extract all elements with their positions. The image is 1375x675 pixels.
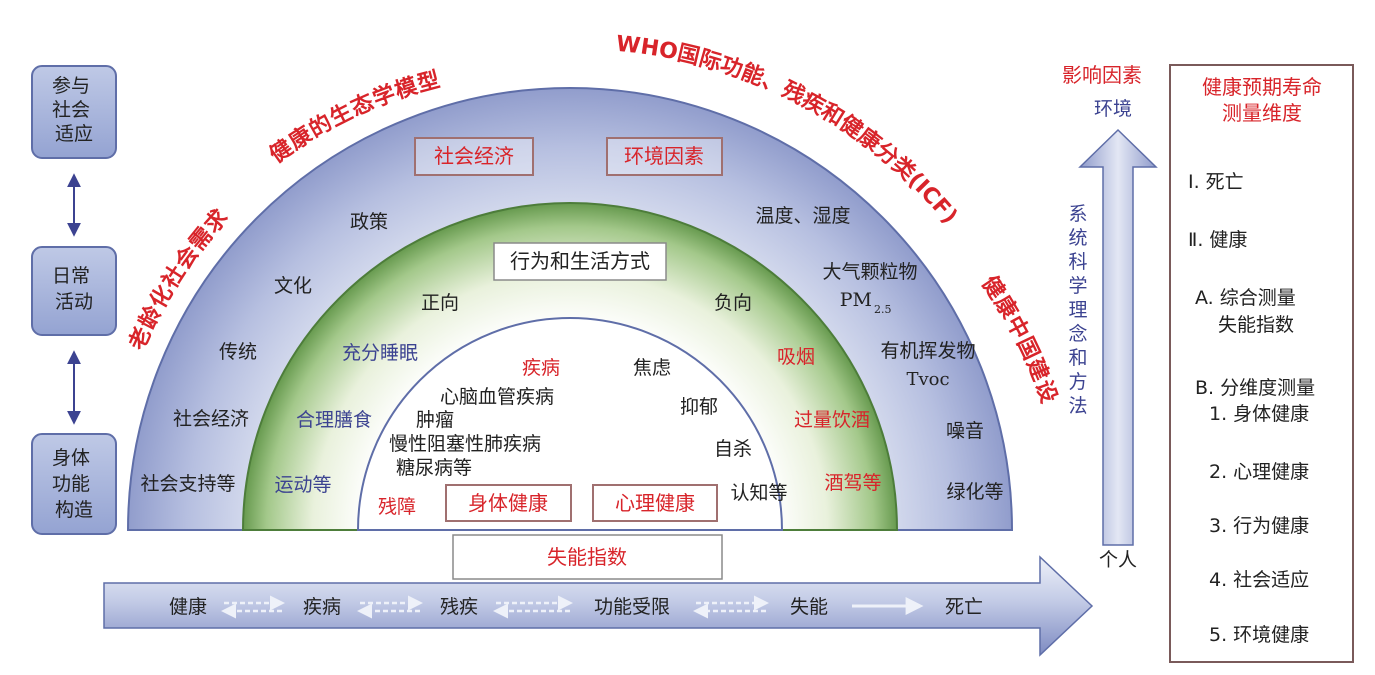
right-panel: 健康预期寿命 测量维度 Ⅰ. 死亡 Ⅱ. 健康 A. 综合测量 失能指数 B. … — [1169, 64, 1354, 663]
negative-item-drunk-driving: 酒驾等 — [824, 472, 881, 494]
outer-item-particulates: 大气颗粒物 — [822, 261, 917, 283]
right-panel-box — [1169, 64, 1354, 663]
outer-item-social-support: 社会支持等 — [140, 473, 235, 495]
outer-item-temperature: 温度、湿度 — [755, 205, 850, 227]
outer-item-tvoc: Tvoc — [906, 369, 949, 390]
disease-item-tumor: 肿瘤 — [416, 409, 454, 431]
influence-heading: 影响因素 — [1062, 63, 1142, 87]
dimension-physical: 1. 身体健康 — [1209, 403, 1309, 425]
box-daily-activity-label: 日常 活动 — [52, 265, 96, 313]
physical-health-box — [445, 484, 572, 522]
dimension-environment: 5. 环境健康 — [1209, 624, 1309, 646]
outer-item-tradition: 传统 — [219, 341, 257, 363]
header-socio-economic: 社会经济 — [434, 144, 514, 168]
dimension-composite: A. 综合测量 — [1195, 287, 1296, 309]
dimension-social: 4. 社会适应 — [1209, 569, 1309, 591]
dimension-mental: 2. 心理健康 — [1209, 461, 1309, 483]
box-body-function-label: 身体 功能 构造 — [52, 447, 96, 521]
header-environment-box — [606, 137, 723, 176]
outer-item-greening: 绿化等 — [946, 481, 1003, 503]
negative-item-drinking: 过量饮酒 — [794, 409, 870, 431]
influence-method: 系统科学理念和方法 — [1068, 203, 1087, 417]
disease-item-copd: 慢性阻塞性肺疾病 — [389, 433, 541, 455]
box-social-adaptation — [31, 65, 117, 159]
outer-item-policy: 政策 — [350, 211, 388, 233]
positive-item-exercise: 运动等 — [274, 474, 331, 496]
mental-item-depression: 抑郁 — [680, 396, 718, 418]
label-negative: 负向 — [714, 292, 752, 314]
stage-disease: 疾病 — [303, 596, 341, 618]
outer-item-voc: 有机挥发物 — [880, 340, 975, 362]
dimension-death: Ⅰ. 死亡 — [1188, 171, 1244, 193]
dimension-disability-index: 失能指数 — [1218, 314, 1294, 336]
influence-environment: 环境 — [1094, 98, 1132, 120]
negative-item-smoking: 吸烟 — [777, 346, 815, 368]
box-daily-activity — [31, 246, 117, 336]
mental-health-label: 心理健康 — [615, 491, 695, 515]
box-body-function — [31, 433, 117, 535]
outer-item-socio-economic: 社会经济 — [173, 408, 249, 430]
right-panel-title-1: 健康预期寿命 — [1202, 75, 1322, 99]
dimension-sub-measure: B. 分维度测量 — [1195, 377, 1315, 399]
stage-health: 健康 — [169, 596, 207, 618]
mental-item-cognition: 认知等 — [730, 482, 787, 504]
bottom-arrow-shape — [103, 555, 1094, 657]
outer-item-culture: 文化 — [274, 275, 312, 297]
positive-item-sleep: 充分睡眠 — [342, 342, 418, 364]
header-lifestyle: 行为和生活方式 — [510, 249, 650, 273]
inner-area — [356, 317, 784, 531]
health-continuum-arrow: 健康 疾病 残疾 功能受限 失能 死亡 — [103, 555, 1094, 657]
disability-label: 残障 — [378, 496, 416, 518]
box-social-adaptation-label: 参与 社会 适应 — [52, 75, 96, 145]
mental-item-suicide: 自杀 — [714, 438, 752, 460]
mental-item-anxiety: 焦虑 — [633, 357, 671, 379]
header-socio-economic-box — [414, 137, 534, 176]
stage-incapacity: 失能 — [790, 596, 828, 618]
disease-item-cardio: 心脑血管疾病 — [440, 386, 554, 408]
influence-factor-arrow: 影响因素 环境 系统科学理念和方法 个人 — [1062, 63, 1158, 571]
outer-item-pm25: PM — [840, 289, 872, 311]
label-positive: 正向 — [421, 292, 459, 314]
disability-index-box — [452, 534, 723, 580]
header-environment: 环境因素 — [624, 144, 704, 168]
dimension-health: Ⅱ. 健康 — [1188, 229, 1247, 251]
disease-title: 疾病 — [522, 357, 560, 379]
disability-index-label: 失能指数 — [547, 545, 627, 569]
disease-item-diabetes: 糖尿病等 — [396, 457, 472, 479]
right-panel-title-2: 测量维度 — [1222, 101, 1302, 125]
stage-disability: 残疾 — [440, 596, 478, 618]
physical-health-label: 身体健康 — [468, 491, 548, 515]
stage-functional-limitation: 功能受限 — [594, 596, 670, 618]
stage-death: 死亡 — [945, 596, 983, 618]
positive-item-diet: 合理膳食 — [296, 409, 372, 431]
semicircle-model — [126, 87, 1014, 531]
mental-health-box — [592, 484, 718, 522]
header-lifestyle-box — [493, 242, 667, 281]
vertical-arrow-shape — [1078, 128, 1158, 546]
influence-individual: 个人 — [1099, 549, 1137, 571]
outer-item-pm25-sub: 2.5 — [874, 303, 892, 316]
outer-item-noise: 噪音 — [946, 420, 984, 442]
left-column: 参与 社会 适应 日常 活动 身体 功能 构造 — [31, 65, 117, 535]
dimension-behavior: 3. 行为健康 — [1209, 515, 1309, 537]
